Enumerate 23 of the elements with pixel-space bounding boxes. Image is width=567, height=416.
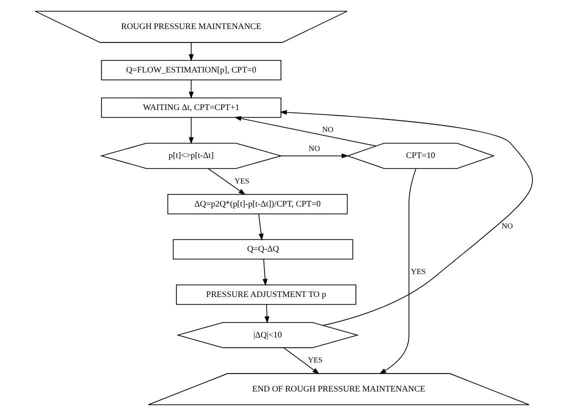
node-box: Q=FLOW_ESTIMATION[p], CPT=0 xyxy=(100,60,281,80)
arrow xyxy=(282,347,320,374)
edge-label: YES xyxy=(410,266,426,276)
arrow xyxy=(264,304,269,324)
arrow xyxy=(188,42,194,62)
edge-label: YES xyxy=(234,176,249,186)
node-box: PRESSURE ADJUSTMENT TO p xyxy=(176,284,356,305)
node-box: ΔQ=p2Q*(p[t]-p[t-Δt])/CPT, CPT=0 xyxy=(166,194,348,214)
edge-label: NO xyxy=(308,144,320,154)
edge-label: NO xyxy=(322,125,333,134)
node-box: Q=Q-ΔQ xyxy=(172,239,353,260)
arrow xyxy=(258,214,264,241)
arrow xyxy=(262,258,268,286)
node-box: WAITING Δt, CPT=CPT+1 xyxy=(100,97,281,118)
edge-label: NO xyxy=(501,222,512,231)
arrow xyxy=(234,116,376,146)
arrow xyxy=(378,168,416,374)
arrow xyxy=(188,116,194,144)
edge-label: YES xyxy=(307,356,322,365)
arrow xyxy=(279,110,532,326)
arrow xyxy=(207,168,246,195)
arrow xyxy=(188,80,194,99)
arrow xyxy=(280,153,348,158)
